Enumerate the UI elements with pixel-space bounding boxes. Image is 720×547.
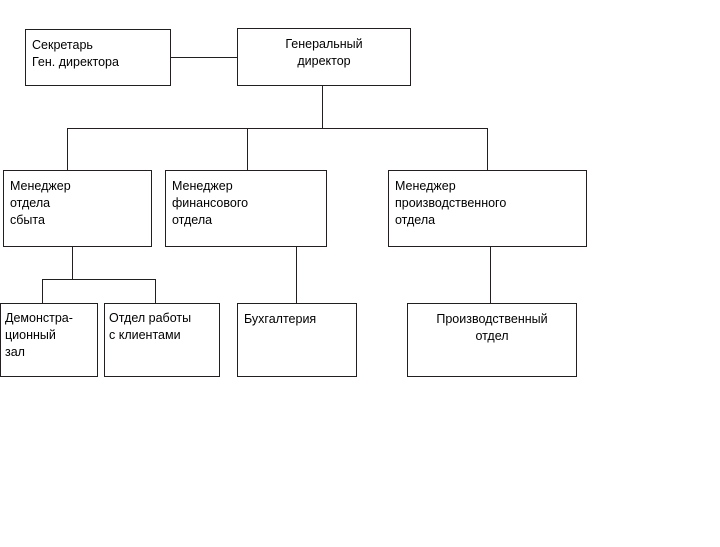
connector-drop-production-manager xyxy=(487,128,488,170)
node-client-department-label: Отдел работы с клиентами xyxy=(109,311,192,342)
connector-level1-bus xyxy=(67,128,488,129)
node-production-manager[interactable]: Менеджер производственного отдела xyxy=(388,170,587,247)
connector-finance-to-accounting xyxy=(296,247,297,304)
node-sales-manager-label: Менеджер отдела сбыта xyxy=(10,179,71,227)
connector-drop-client-department xyxy=(155,279,156,304)
connector-drop-sales-manager xyxy=(67,128,68,170)
node-general-director[interactable]: Генеральный директор xyxy=(237,28,411,86)
connector-sales-manager-stem xyxy=(72,247,73,280)
node-production-department[interactable]: Производственный отдел xyxy=(407,303,577,377)
node-finance-manager[interactable]: Менеджер финансового отдела xyxy=(165,170,327,247)
node-production-manager-label: Менеджер производственного отдела xyxy=(395,179,507,227)
node-showroom[interactable]: Демонстра- ционный зал xyxy=(0,303,98,377)
node-general-director-label: Генеральный директор xyxy=(285,37,363,68)
node-client-department[interactable]: Отдел работы с клиентами xyxy=(104,303,220,377)
connector-drop-finance-manager xyxy=(247,128,248,170)
connector-production-to-department xyxy=(490,247,491,304)
node-showroom-label: Демонстра- ционный зал xyxy=(5,311,73,359)
node-production-department-label: Производственный отдел xyxy=(436,312,548,343)
node-sales-manager[interactable]: Менеджер отдела сбыта xyxy=(3,170,152,247)
node-accounting-label: Бухгалтерия xyxy=(244,312,317,326)
connector-secretary-to-director xyxy=(170,57,238,58)
connector-level2-bus-sales xyxy=(42,279,156,280)
connector-drop-showroom xyxy=(42,279,43,304)
node-secretary-label: Секретарь Ген. директора xyxy=(32,38,119,69)
node-secretary[interactable]: Секретарь Ген. директора xyxy=(25,29,171,86)
connector-director-stem xyxy=(322,86,323,129)
node-finance-manager-label: Менеджер финансового отдела xyxy=(172,179,249,227)
node-accounting[interactable]: Бухгалтерия xyxy=(237,303,357,377)
